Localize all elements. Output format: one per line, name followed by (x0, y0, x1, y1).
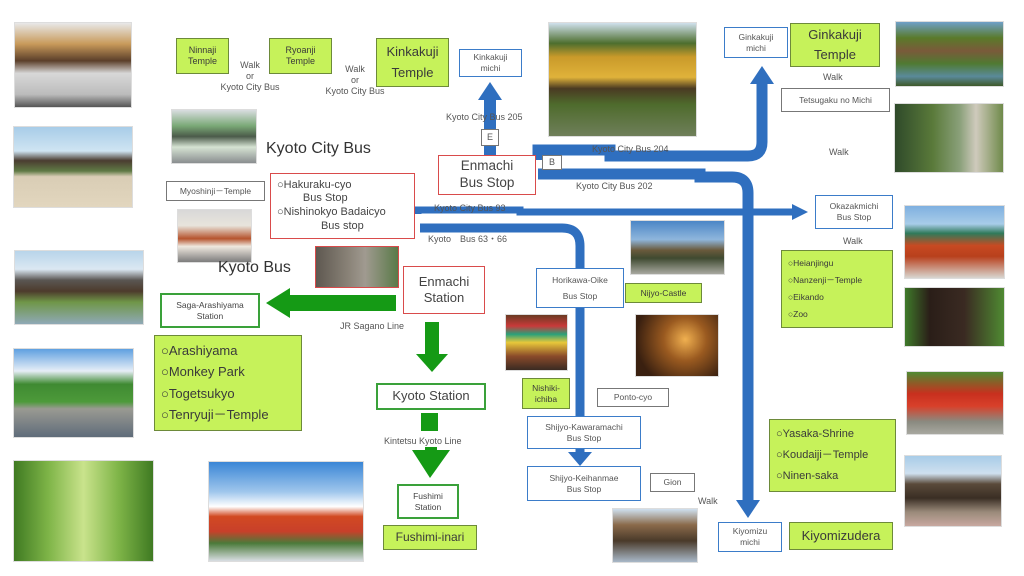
saga-arashiyama-station: Saga-Arashiyama Station (160, 293, 260, 328)
kinkakuji-temple-box: Kinkakuji Temple (376, 38, 449, 87)
bus-205-label: Kyoto City Bus 205 (446, 112, 523, 122)
nearby-bus-stops-box: ○Hakuraku-cyo Bus Stop ○Nishinokyo Badai… (270, 173, 415, 239)
gion-stop: Gion (650, 473, 695, 492)
attraction-zoo: ○Zoo (788, 309, 808, 320)
horikawa-oike-stop: Horikawa-Oike Bus Stop (536, 268, 624, 308)
walk-note-okazaki: Walk (843, 236, 863, 246)
walk-note-ginkakuji: Walk (823, 72, 843, 82)
attraction-heianjingu: ○Heianjingu (788, 258, 834, 269)
kintetsu-route (412, 413, 450, 478)
nearby-stop-nishinokyo: ○Nishinokyo Badaicyo Bus stop (277, 206, 386, 232)
nijo-castle-photo (630, 220, 725, 275)
enmachi-station-hub: Enmachi Station (403, 266, 485, 314)
nanzenji-gate-photo (904, 287, 1005, 347)
enmachi-bus-stop-hub: Enmachi Bus Stop (438, 155, 536, 195)
bus-204-route (532, 66, 774, 162)
bus-204-label: Kyoto City Bus 204 (592, 144, 669, 154)
kyoto-city-bus-photo (171, 109, 257, 164)
kinkakuji-pavilion-photo (548, 22, 697, 137)
bamboo-grove-photo (13, 460, 154, 562)
stop-marker-b: B (542, 155, 562, 170)
yasaka-shrine-photo (906, 371, 1004, 435)
attraction-tenryuji: ○Tenryuji－Temple (161, 407, 269, 423)
attraction-yasaka-shrine: ○Yasaka-Shrine (776, 427, 854, 440)
togetsukyo-bridge-photo (13, 348, 134, 438)
bus-202-route (538, 168, 760, 518)
nearby-stop-hakuraku: ○Hakuraku-cyo Bus Stop (277, 178, 352, 205)
higashiyama-attractions-box: ○Yasaka-Shrine ○Koudaiji－Temple ○Ninen-s… (769, 419, 896, 492)
walk-note-ryoanji: Walk or Kyoto City Bus (325, 64, 385, 96)
arashiyama-attractions-box: ○Arashiyama ○Monkey Park ○Togetsukyo ○Te… (154, 335, 302, 431)
nishiki-ichiba-box: Nishiki- ichiba (522, 378, 570, 409)
stop-marker-e: E (481, 129, 499, 146)
walk-note-gion: Walk (698, 496, 718, 506)
kyoto-bus-photo (177, 209, 252, 263)
ryoanji-rock-garden-photo (14, 22, 132, 108)
fushimi-inari-box: Fushimi-inari (383, 525, 477, 550)
kyoto-bus-caption: Kyoto Bus (218, 259, 291, 276)
enmachi-street-photo (315, 246, 399, 288)
pontocho-alley-photo (635, 314, 719, 377)
kintetsu-label: Kintetsu Kyoto Line (384, 436, 462, 446)
tetsugaku-no-michi-stop: Tetsugaku no Michi (781, 88, 890, 112)
shijo-keihanmae-stop: Shijyo-Keihanmae Bus Stop (527, 466, 641, 501)
tenryuji-temple-photo (14, 250, 144, 325)
ginkakuji-photo (895, 21, 1004, 87)
attraction-togetsukyo: ○Togetsukyo (161, 385, 235, 401)
walk-note-ninnaji: Walk or Kyoto City Bus (220, 60, 280, 92)
kyoto-city-bus-caption: Kyoto City Bus (266, 140, 371, 157)
jr-sagano-route (266, 288, 396, 318)
bus-63-66-label: Kyoto Bus 63・66 (428, 234, 508, 244)
fushimi-inari-torii-photo (208, 461, 364, 562)
attraction-ninen-saka: ○Ninen-saka (776, 469, 839, 482)
nishiki-market-photo (505, 314, 568, 371)
kyoto-station: Kyoto Station (376, 383, 486, 410)
kiyomizu-michi-stop: Kiyomizu michi (718, 522, 782, 552)
okazaki-attractions-box: ○Heianjingu ○Nanzenji－Temple ○Eikando ○Z… (781, 250, 893, 328)
bus-202-label: Kyoto City Bus 202 (576, 181, 653, 191)
bus-63-66-route (420, 223, 592, 466)
attraction-nanzenji: ○Nanzenji－Temple (788, 275, 863, 286)
ryoanji-temple-box: Ryoanji Temple (269, 38, 332, 74)
ninnaji-gate-photo (13, 126, 133, 208)
bus-93-label: Kyoto City Bus 93 (434, 203, 506, 213)
nijo-castle-box: Nijyo-Castle (625, 283, 702, 303)
ginkakuji-michi-stop: Ginkakuji michi (724, 27, 788, 58)
attraction-monkey-park: ○Monkey Park (161, 364, 245, 380)
ginkakuji-temple-box: Ginkakuji Temple (790, 23, 880, 67)
shijo-kawaramachi-stop: Shijyo-Kawaramachi Bus Stop (527, 416, 641, 449)
walk-note-tetsugaku: Walk (829, 147, 849, 157)
ninnaji-temple-box: Ninnaji Temple (176, 38, 229, 74)
philosophers-path-photo (894, 103, 1004, 173)
attraction-arashiyama: ○Arashiyama (161, 342, 238, 358)
myoshinji-temple-stop: Myoshinji－Temple (166, 181, 265, 201)
ponto-cyo-stop: Ponto-cyo (597, 388, 669, 407)
gion-street-photo (612, 508, 698, 563)
kiyomizudera-box: Kiyomizudera (789, 522, 893, 550)
jr-sagano-label: JR Sagano Line (340, 321, 405, 331)
heian-shrine-photo (904, 205, 1005, 279)
okazakmichi-stop: Okazakmichi Bus Stop (815, 195, 893, 229)
kiyomizudera-photo (904, 455, 1002, 527)
attraction-koudaiji: ○Koudaiji－Temple (776, 448, 869, 461)
attraction-eikando: ○Eikando (788, 292, 824, 303)
fushimi-station: Fushimi Station (397, 484, 459, 519)
kinkakuji-michi-stop: Kinkakuji michi (459, 49, 522, 77)
jr-to-kyoto-station-route (416, 322, 448, 372)
bus-93-route (414, 204, 808, 220)
